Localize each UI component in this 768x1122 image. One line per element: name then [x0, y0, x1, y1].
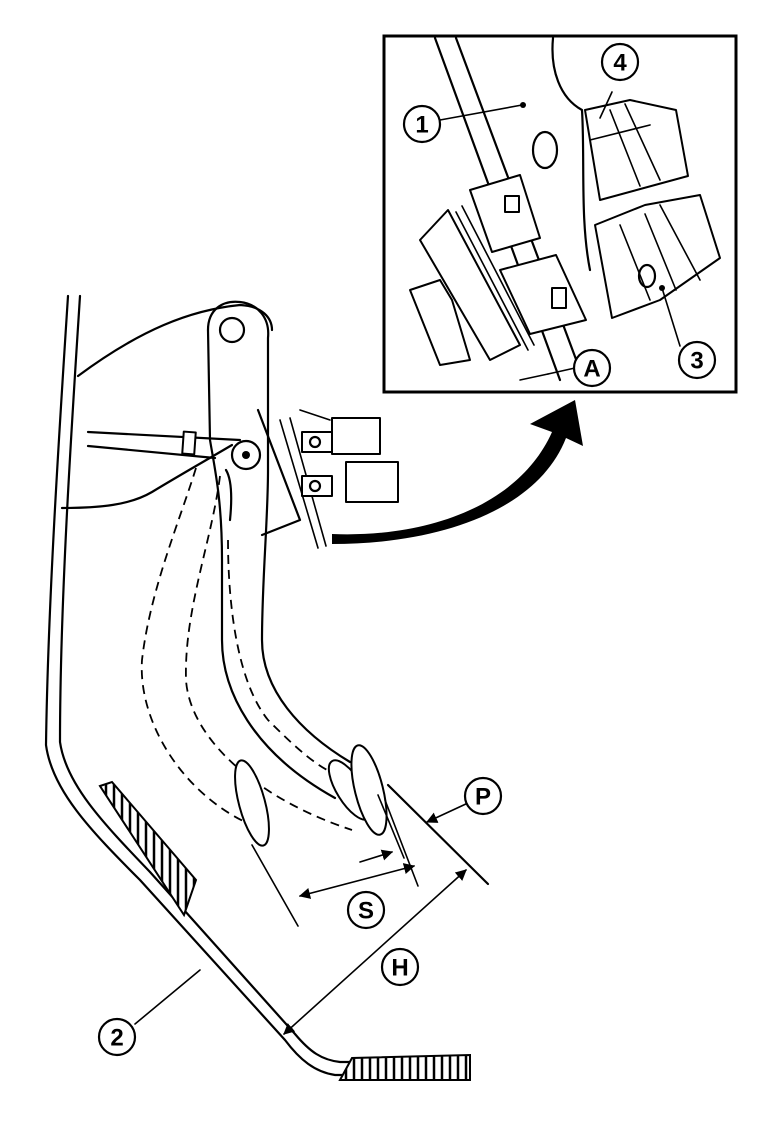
callout-a-label: A: [583, 356, 600, 383]
floor-mat: [98, 780, 471, 1081]
stop-lamp-switch-small: [256, 408, 399, 549]
callout-s-label: S: [358, 898, 374, 925]
pedal-stroke-outline: [140, 467, 353, 831]
callout-p-label: P: [475, 784, 491, 811]
callout-4-label: 4: [613, 50, 627, 77]
dimension-lines: [251, 783, 490, 1035]
callout-h-label: H: [391, 955, 408, 982]
callout-p: P: [463, 776, 503, 816]
pedal-pads: [234, 744, 388, 847]
detail-inset: [382, 34, 738, 394]
callout-4: 4: [600, 42, 640, 82]
pedal-bracket: [60, 303, 274, 510]
callout-3: 3: [677, 340, 717, 380]
leader-lines: [134, 91, 681, 1025]
callout-a: A: [572, 348, 612, 388]
callout-s: S: [346, 890, 386, 930]
push-rod: [86, 430, 262, 471]
callout-1: 1: [402, 104, 442, 144]
zoom-arrow: [332, 400, 583, 544]
callout-2-label: 2: [110, 1025, 123, 1052]
brake-pedal-arm: [206, 300, 352, 800]
callout-2: 2: [97, 1017, 137, 1057]
callout-1-label: 1: [415, 112, 428, 139]
callout-h: H: [380, 947, 420, 987]
dash-panel: [44, 294, 472, 1077]
callout-3-label: 3: [690, 348, 703, 375]
